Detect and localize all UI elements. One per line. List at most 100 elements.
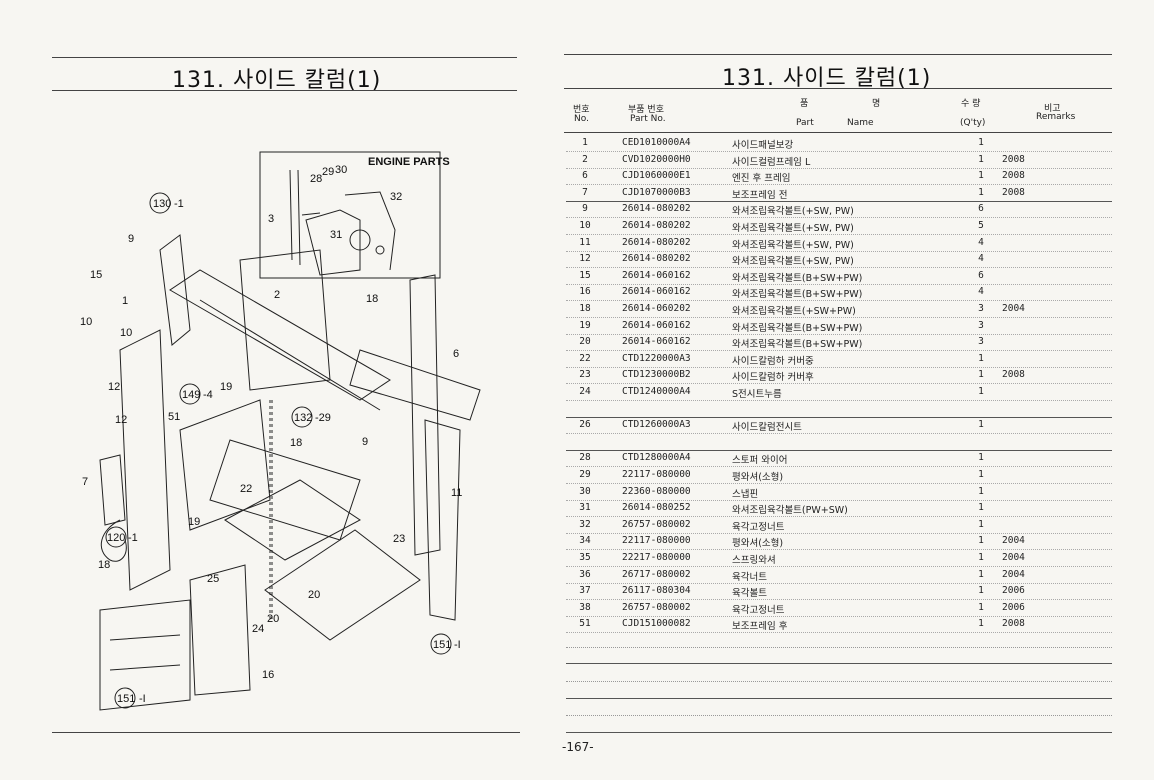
cell-name: S전시트누름 xyxy=(732,389,782,400)
cell-qty: 1 xyxy=(978,618,984,630)
cell-no: 6 xyxy=(582,170,588,182)
callout-18c: 18 xyxy=(290,437,302,449)
cell-part: CVD1020000H0 xyxy=(622,153,691,165)
callout-51: 51 xyxy=(168,411,180,423)
cell-no: 30 xyxy=(579,485,591,497)
callout-151a: 151 xyxy=(433,639,451,651)
blank-line xyxy=(566,681,1112,682)
cell-qty: 1 xyxy=(978,535,984,547)
cell-name: 보조프레임 후 xyxy=(732,621,788,633)
blank-line xyxy=(566,663,1112,664)
callout-30-inset: 30 xyxy=(335,164,347,176)
header-part-en: Part No. xyxy=(630,114,666,124)
title-rule-top-right xyxy=(564,54,1112,55)
cell-no: 34 xyxy=(579,535,591,547)
callout-19b: 19 xyxy=(188,516,200,528)
cell-name: 와셔조립육각볼트(B+SW+PW) xyxy=(732,322,863,334)
callout-18a: 18 xyxy=(98,559,110,571)
cell-no: 35 xyxy=(579,552,591,563)
cell-name: 와셔조립육각볼트(PW+SW) xyxy=(732,505,848,517)
cell-no: 19 xyxy=(579,319,591,331)
cell-no: 9 xyxy=(582,203,588,215)
cell-part: CJD1070000B3 xyxy=(622,186,691,198)
cell-qty: 1 xyxy=(978,601,984,613)
cell-part: CTD1260000A3 xyxy=(622,419,691,431)
callout-6: 6 xyxy=(453,348,459,360)
cell-part: 26014-080202 xyxy=(622,203,691,215)
callout-12a: 12 xyxy=(108,381,120,393)
cell-no: 37 xyxy=(579,585,591,597)
blank-line xyxy=(566,732,1112,733)
cell-name: 와셔조립육각볼트(+SW, PW) xyxy=(732,239,854,251)
callout-9a: 9 xyxy=(128,233,134,245)
cell-remarks: 2006 xyxy=(1002,601,1025,613)
cell-part: 26014-060202 xyxy=(622,303,691,314)
cell-name: 와셔조립육각볼트(B+SW+PW) xyxy=(732,289,863,301)
cell-qty: 1 xyxy=(978,170,984,182)
header-remarks-kr: 비고 xyxy=(1044,104,1061,114)
callout-11: 11 xyxy=(451,487,462,499)
cell-name: 보조프레임 전 xyxy=(732,189,788,201)
callout-15: 15 xyxy=(90,269,102,281)
cell-no: 32 xyxy=(579,518,591,530)
cell-no: 16 xyxy=(579,286,591,298)
exploded-parts-diagram: ENGINE PARTS 130 -1 9 xyxy=(80,151,481,711)
cell-qty: 1 xyxy=(978,585,984,597)
cell-part: CTD1280000A4 xyxy=(622,452,691,464)
cell-qty: 3 xyxy=(978,336,984,348)
cell-part: 26014-080202 xyxy=(622,220,691,231)
cell-no: 29 xyxy=(579,469,591,480)
blank-line xyxy=(566,698,1112,699)
callout-10a: 10 xyxy=(80,316,92,328)
cell-qty: 6 xyxy=(978,203,984,215)
cell-qty: 1 xyxy=(978,568,984,580)
cell-name: 스프링와셔 xyxy=(732,555,776,566)
header-name-kr-1: 품 xyxy=(800,99,809,109)
cell-qty: 5 xyxy=(978,220,984,231)
cell-qty: 1 xyxy=(978,502,984,514)
cell-name: 와셔조립육각볼트(+SW+PW) xyxy=(732,306,856,317)
engine-parts-inset xyxy=(259,151,441,279)
header-no-kr: 번호 xyxy=(573,105,590,115)
cell-name: 와셔조립육각볼트(+SW, PW) xyxy=(732,256,854,268)
cell-no: 24 xyxy=(579,386,591,397)
callout-151b-suffix: -I xyxy=(139,693,146,705)
cell-no: 26 xyxy=(579,419,591,431)
cell-qty: 1 xyxy=(978,518,984,530)
cell-qty: 1 xyxy=(978,386,984,397)
cell-no: 31 xyxy=(579,502,591,514)
callout-25: 25 xyxy=(207,573,219,585)
left-page: 131. 사이드 칼럼(1) ENGINE PARTS xyxy=(0,0,560,780)
cell-qty: 1 xyxy=(978,186,984,198)
cell-part: CTD1230000B2 xyxy=(622,369,691,381)
cell-remarks: 2006 xyxy=(1002,585,1025,597)
callout-132: 132 xyxy=(294,412,312,424)
inset-label: ENGINE PARTS xyxy=(368,156,450,168)
cell-name: 사이드패널보강 xyxy=(732,140,794,151)
table-row xyxy=(566,434,1112,451)
cell-qty: 4 xyxy=(978,286,984,298)
cell-part: 26014-060162 xyxy=(622,286,691,298)
callout-7: 7 xyxy=(82,476,88,488)
cell-qty: 1 xyxy=(978,419,984,431)
header-part-kr: 부품 번호 xyxy=(628,105,664,115)
cell-part: 26014-080252 xyxy=(622,502,691,514)
header-name-en-1: Part xyxy=(796,118,814,128)
cell-qty: 1 xyxy=(978,352,984,364)
cell-no: 51 xyxy=(579,618,591,630)
cell-name: 육각고정너트 xyxy=(732,521,785,533)
cell-remarks: 2008 xyxy=(1002,170,1025,182)
header-rule xyxy=(564,132,1112,133)
callout-16: 16 xyxy=(262,669,274,681)
callout-32-inset: 32 xyxy=(390,191,402,203)
